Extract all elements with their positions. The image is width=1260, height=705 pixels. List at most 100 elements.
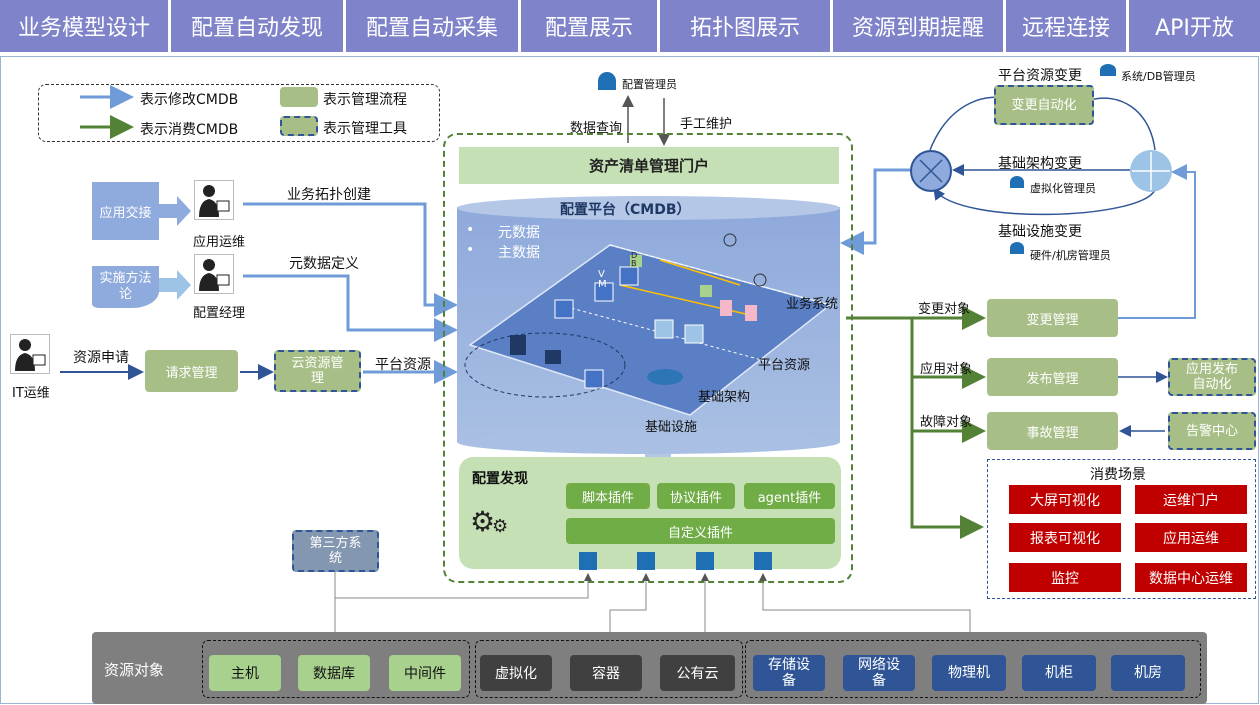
- platform-resource-left-label: 平台资源: [375, 357, 431, 373]
- tab-config-display[interactable]: 配置展示: [521, 0, 657, 52]
- alert-center-box[interactable]: 告警中心: [1168, 412, 1256, 450]
- third-party-box[interactable]: 第三方系统: [292, 530, 379, 572]
- label-infra-arch: 基础架构: [698, 390, 751, 405]
- res-middleware[interactable]: 中间件: [389, 655, 461, 691]
- request-mgmt-box[interactable]: 请求管理: [145, 350, 238, 392]
- tab-business-model[interactable]: 业务模型设计: [0, 0, 168, 52]
- res-database[interactable]: 数据库: [298, 655, 370, 691]
- res-network[interactable]: 网络设备: [843, 655, 915, 691]
- scenario-dc-ops[interactable]: 数据中心运维: [1135, 563, 1247, 592]
- admin-icon: [1010, 242, 1024, 254]
- topo-create-label: 业务拓扑创建: [287, 187, 371, 203]
- infra-change-label: 基础架构变更: [998, 156, 1082, 172]
- connector-icon: [637, 552, 655, 570]
- scenario-big-screen[interactable]: 大屏可视化: [1009, 485, 1121, 514]
- plugin-protocol[interactable]: 协议插件: [657, 483, 735, 509]
- gear-icon: ⚙: [470, 505, 496, 538]
- manual-maintain-label: 手工维护: [680, 117, 733, 132]
- res-storage[interactable]: 存储设备: [753, 655, 825, 691]
- hw-admin-label: 硬件/机房管理员: [1030, 249, 1111, 262]
- app-object-label: 应用对象: [920, 362, 973, 377]
- arrow-right-icon: [159, 196, 191, 226]
- cloud-mgmt-box[interactable]: 云资源管理: [274, 350, 361, 392]
- top-nav: 业务模型设计 配置自动发现 配置自动采集 配置展示 拓扑图展示 资源到期提醒 远…: [0, 0, 1260, 52]
- cmdb-title: 配置平台（CMDB）: [560, 202, 691, 218]
- merge-circle-icon: [910, 150, 952, 192]
- config-admin-icon: [598, 72, 616, 90]
- change-object-label: 变更对象: [918, 302, 971, 317]
- app-ops-person-icon: [194, 180, 234, 220]
- arrow-right-icon: [159, 270, 191, 300]
- label-infra-facility: 基础设施: [645, 420, 698, 435]
- it-ops-person-icon: [10, 334, 50, 374]
- cmdb-cylinder-bottom: [457, 430, 840, 454]
- connector-icon: [754, 552, 772, 570]
- tab-expiry-reminder[interactable]: 资源到期提醒: [833, 0, 1003, 52]
- group-platform-resources: [475, 640, 743, 698]
- legend-consume-label: 表示消费CMDB: [140, 122, 239, 138]
- tab-auto-collect[interactable]: 配置自动采集: [346, 0, 518, 52]
- plugin-agent[interactable]: agent插件: [744, 483, 835, 509]
- admin-icon: [1010, 176, 1024, 188]
- incident-mgmt-box[interactable]: 事故管理: [987, 412, 1118, 450]
- connector-icon: [579, 552, 597, 570]
- app-delivery-box[interactable]: 应用交接: [92, 182, 159, 240]
- chip-db: D B: [631, 251, 638, 268]
- scenario-app-ops[interactable]: 应用运维: [1135, 523, 1247, 552]
- release-mgmt-box[interactable]: 发布管理: [987, 358, 1118, 396]
- change-automation-box[interactable]: 变更自动化: [994, 85, 1094, 125]
- res-datacenter[interactable]: 机房: [1111, 655, 1185, 691]
- scenario-report[interactable]: 报表可视化: [1009, 523, 1121, 552]
- fault-object-label: 故障对象: [920, 415, 973, 430]
- group-infra-resources: [745, 640, 1201, 698]
- it-ops-label: IT运维: [12, 386, 50, 401]
- res-virtualization[interactable]: 虚拟化: [480, 655, 552, 691]
- legend-box: [38, 84, 440, 142]
- methodology-box[interactable]: 实施方法论: [92, 266, 159, 308]
- tab-topology[interactable]: 拓扑图展示: [660, 0, 830, 52]
- app-ops-label: 应用运维: [193, 235, 246, 250]
- resource-objects-label: 资源对象: [104, 661, 165, 679]
- config-manager-person-icon: [194, 254, 234, 294]
- res-physical[interactable]: 物理机: [932, 655, 1006, 691]
- scenario-box: [987, 459, 1256, 599]
- res-rack[interactable]: 机柜: [1022, 655, 1096, 691]
- discovery-title: 配置发现: [472, 471, 528, 487]
- change-mgmt-box[interactable]: 变更管理: [987, 299, 1118, 337]
- res-container[interactable]: 容器: [570, 655, 642, 691]
- config-manager-label: 配置经理: [193, 306, 246, 321]
- cmdb-layer-graphic: [464, 233, 832, 416]
- res-host[interactable]: 主机: [209, 655, 281, 691]
- cmdb-bullet-masterdata: 主数据: [498, 245, 540, 261]
- connector-icon: [696, 552, 714, 570]
- tab-auto-discovery[interactable]: 配置自动发现: [171, 0, 343, 52]
- scenario-monitor[interactable]: 监控: [1009, 563, 1121, 592]
- cmdb-bullet-metadata: 元数据: [498, 225, 540, 241]
- legend-flow-swatch: [280, 87, 318, 107]
- virt-admin-label: 虚拟化管理员: [1030, 182, 1096, 195]
- platform-change-label: 平台资源变更: [998, 68, 1082, 84]
- metadata-def-label: 元数据定义: [289, 256, 359, 272]
- gear-icon-small: ⚙: [492, 516, 509, 537]
- bullet-dot-2: •: [466, 242, 475, 258]
- res-public-cloud[interactable]: 公有云: [660, 655, 735, 691]
- legend-flow-label: 表示管理流程: [323, 92, 407, 108]
- label-platform-resource: 平台资源: [758, 358, 811, 373]
- asset-portal-bar[interactable]: 资产清单管理门户: [459, 147, 839, 184]
- split-circle-icon: [1130, 150, 1172, 192]
- legend-tool-label: 表示管理工具: [323, 121, 407, 137]
- tab-api[interactable]: API开放: [1129, 0, 1260, 52]
- resource-request-label: 资源申请: [73, 350, 129, 366]
- tab-remote-connect[interactable]: 远程连接: [1006, 0, 1126, 52]
- bullet-dot-1: •: [466, 222, 475, 238]
- scenario-ops-portal[interactable]: 运维门户: [1135, 485, 1247, 514]
- sys-db-admin-label: 系统/DB管理员: [1121, 70, 1196, 83]
- legend-modify-label: 表示修改CMDB: [140, 92, 239, 108]
- discovery-panel: [459, 457, 841, 569]
- app-release-auto-box[interactable]: 应用发布自动化: [1168, 358, 1256, 396]
- scenario-title: 消费场景: [1090, 467, 1146, 483]
- cmdb-cylinder-top: [457, 196, 840, 220]
- plugin-custom[interactable]: 自定义插件: [566, 518, 835, 544]
- plugin-script[interactable]: 脚本插件: [566, 483, 650, 509]
